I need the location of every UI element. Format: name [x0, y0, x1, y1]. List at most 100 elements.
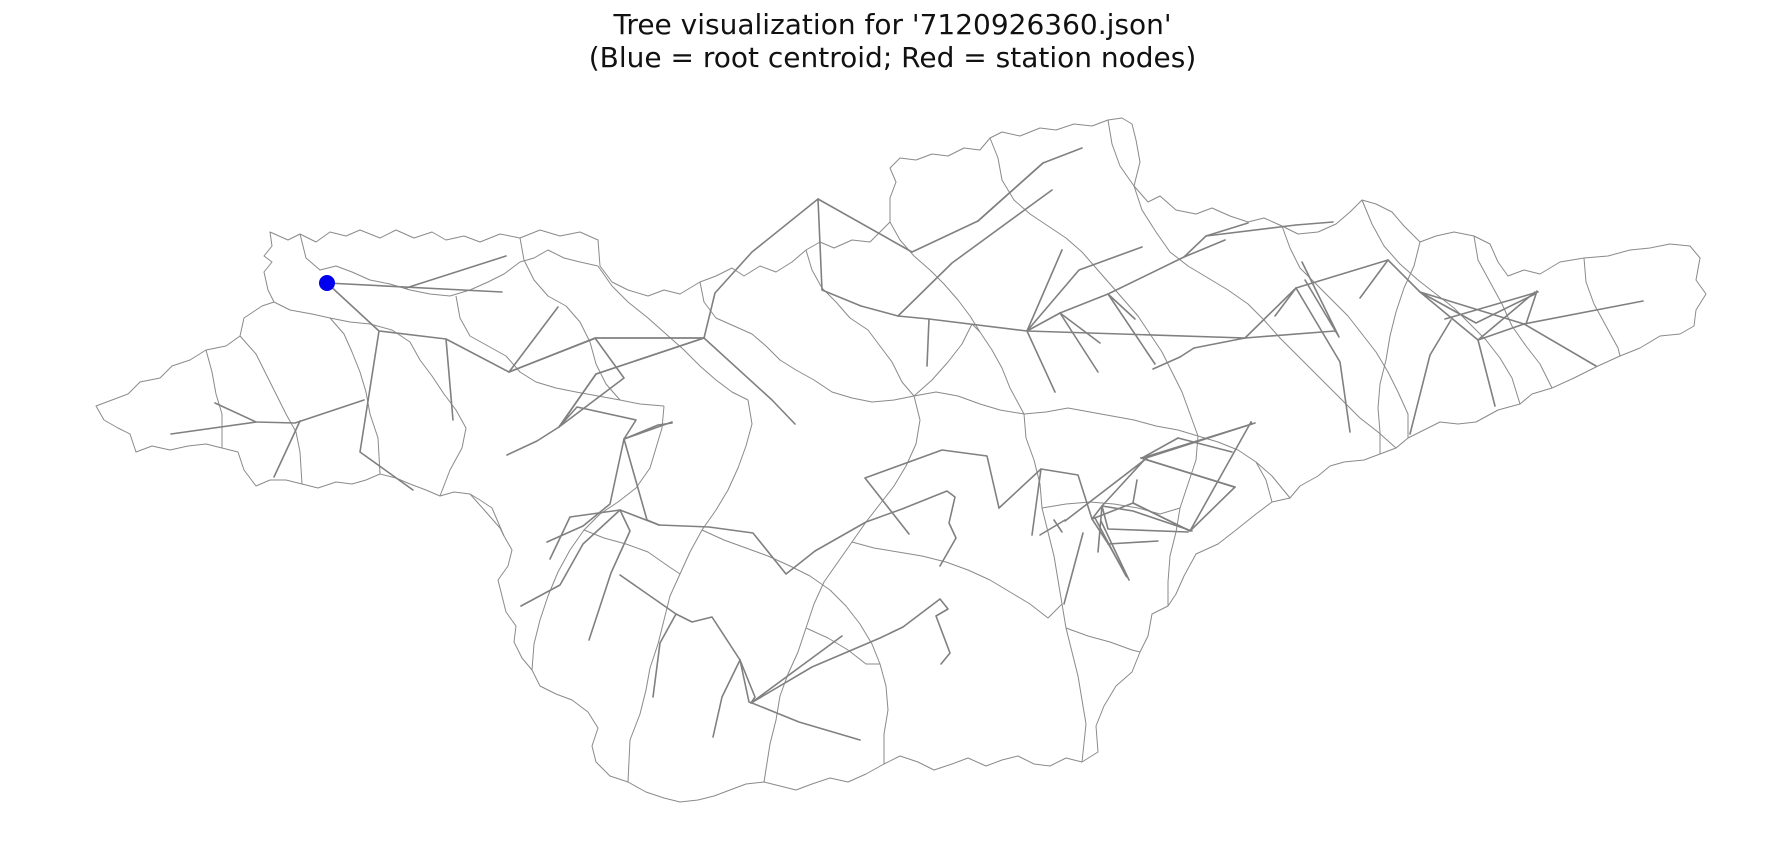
tree-edge: [619, 574, 741, 738]
tree-edge: [750, 598, 951, 704]
tree-edge: [1183, 239, 1226, 258]
tree-edge: [273, 420, 301, 478]
tree-edge: [1101, 505, 1189, 533]
tree-edge: [508, 306, 559, 373]
basin-boundary: [329, 317, 381, 475]
tree-edge: [1094, 517, 1127, 577]
basin-boundary: [805, 249, 915, 397]
tree-edge: [1179, 347, 1195, 358]
basin-boundary: [763, 395, 921, 783]
basin-boundary: [531, 405, 665, 671]
basin-boundary: [805, 627, 880, 665]
tree-edge: [652, 613, 677, 698]
tree-edge: [1026, 249, 1063, 332]
tree-edge: [1039, 519, 1066, 536]
tree-edge: [703, 198, 862, 339]
tree-edge: [623, 438, 660, 526]
basin-boundary: [1107, 119, 1135, 187]
tree-edge: [1193, 337, 1246, 349]
tree-edge: [558, 406, 637, 440]
basin-boundary: [1041, 501, 1181, 515]
tree-edge: [1140, 457, 1236, 488]
tree-edge: [1295, 221, 1334, 226]
tree-edge: [359, 330, 414, 491]
tree-edge: [1026, 330, 1246, 339]
basin-boundaries: [95, 117, 1707, 803]
tree-edge: [1177, 437, 1233, 453]
tree-edge: [1063, 532, 1084, 605]
tree-edge: [703, 337, 796, 425]
tree-edge: [520, 509, 660, 607]
tree-edge: [508, 337, 705, 373]
tree-edge: [1419, 291, 1536, 324]
basin-boundary: [1361, 199, 1521, 405]
tree-edge: [814, 490, 957, 567]
tree-edge: [558, 337, 625, 428]
tree-edge: [1101, 423, 1253, 507]
basin-boundary: [299, 233, 599, 297]
root-centroid: [319, 275, 335, 291]
root-centroid-marker: [319, 275, 335, 291]
tree-edge: [860, 224, 1297, 332]
basin-boundary: [1167, 435, 1199, 606]
tree-edge: [326, 282, 503, 293]
tree-edge: [1064, 457, 1148, 522]
tree-edge: [623, 422, 673, 440]
basin-boundary: [1583, 257, 1621, 357]
tree-edge: [1141, 437, 1179, 459]
tree-edge: [1301, 261, 1340, 338]
tree-edge: [1053, 519, 1063, 533]
tree-edge: [1444, 291, 1539, 320]
basin-boundary: [1133, 185, 1397, 449]
basin-boundary: [913, 323, 981, 397]
basin-boundary: [1377, 241, 1421, 454]
basin-boundary: [701, 529, 889, 764]
basin-boundary: [1065, 627, 1141, 653]
basin-boundary: [851, 541, 1063, 619]
tree-edge: [926, 318, 930, 367]
tree-edge: [326, 282, 705, 428]
basin-boundary: [913, 391, 1291, 499]
tree-edge: [658, 524, 816, 575]
tree-edge: [588, 509, 631, 641]
tree-edges: [170, 147, 1644, 741]
basin-outer-boundary: [95, 117, 1707, 803]
title-line-1: Tree visualization for '7120926360.json': [613, 8, 1172, 41]
tree-edge: [977, 147, 1083, 222]
title-line-2: (Blue = root centroid; Red = station nod…: [588, 41, 1197, 74]
basin-boundary: [1255, 461, 1273, 503]
tree-edge: [1205, 222, 1249, 237]
basin-boundary: [597, 265, 749, 401]
basin-boundary: [889, 221, 1025, 415]
basin-boundary: [239, 335, 303, 485]
tree-edge: [739, 659, 861, 741]
tree-edge: [546, 438, 625, 543]
basin-boundary: [699, 281, 915, 403]
tree-edge: [214, 399, 365, 424]
tree-edge: [864, 449, 1000, 535]
tree-edge: [1107, 293, 1156, 365]
basin-boundary: [469, 493, 505, 537]
tree-edge: [1101, 505, 1193, 532]
tree-edge: [1141, 422, 1256, 459]
tree-edge: [1152, 356, 1181, 370]
basin-boundary: [989, 137, 1199, 437]
tree-edge: [1295, 287, 1351, 433]
tree-edge: [1091, 421, 1252, 532]
tree-edge: [998, 468, 1103, 520]
tree-edge: [170, 421, 257, 435]
figure-title: Tree visualization for '7120926360.json'…: [0, 8, 1785, 74]
basin-boundary: [1023, 413, 1087, 763]
tree-edge: [558, 337, 705, 428]
basin-boundary: [273, 301, 467, 497]
basin-boundary: [1281, 225, 1409, 438]
tree-edge: [1031, 468, 1042, 536]
tree-edge: [817, 162, 1044, 253]
tree-edge: [1059, 312, 1099, 373]
tree-edge: [1059, 312, 1101, 344]
tree-edge: [1132, 486, 1236, 532]
tree-edge: [1523, 300, 1644, 325]
tree-edge: [1525, 290, 1538, 325]
basin-boundary: [627, 399, 753, 783]
